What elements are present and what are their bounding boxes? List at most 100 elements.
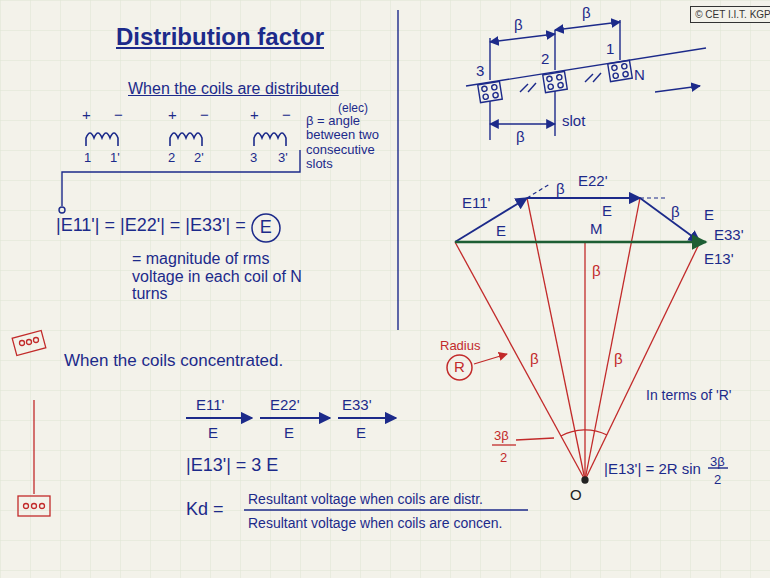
stator-slots [555,22,620,30]
stator-slots [478,81,503,102]
equation: Kd = [186,500,224,520]
annotation-text: E [496,223,506,240]
node-text: E [260,218,272,238]
label-wrap: 2 [500,448,507,466]
label-wrap: − [282,106,291,124]
annotation-text: 2 [541,51,549,68]
label-wrap: Resultant voltage when coils are concen. [248,514,502,532]
stator-slots [623,71,629,77]
annotation-text: E13' [704,251,734,268]
radius-line [584,242,585,480]
equation: |E13'| = 3 E [186,456,278,476]
label-wrap: E13' [704,250,734,268]
wire [59,150,300,213]
stator-slots [611,65,617,71]
annotation-text: = magnitude of rms voltage in each coil … [132,250,302,303]
annotation-text: β = angle between two consecutive slots [306,114,392,171]
annotation-text: − [282,107,291,124]
stator-slots [608,60,633,81]
stator-slots [489,101,490,140]
label-wrap: In terms of 'R' [646,386,731,404]
label-wrap: When the coils are distributed [128,80,339,98]
label-wrap: 1 [606,40,614,58]
label-wrap: 3 [250,148,257,166]
stator-slots [489,38,490,80]
phasor-polygon [640,197,666,198]
divider-line [397,10,398,330]
label-wrap: β [592,262,601,280]
label-wrap: |E13'| = 2R sin [604,460,701,478]
label-wrap: 1 [84,148,91,166]
annotation-text: − [114,107,123,124]
slide-title: Distribution factor [116,24,324,50]
annotation-text: E11' [462,195,490,212]
stator-slots [655,86,700,92]
slot-sketch [34,338,39,343]
label-wrap: β [556,180,565,198]
wire [62,150,300,206]
stator-slots [554,30,555,70]
label-wrap: E [496,222,506,240]
radius-line [582,477,588,483]
annotation-text: E11' [196,397,224,414]
label-wrap: E [602,202,612,220]
annotation-text: β [516,129,525,146]
label-wrap: E11' [196,396,224,414]
coil-symbol [86,133,118,146]
radius-line [474,354,507,364]
radius-line [561,430,607,436]
annotation-text: β [582,5,591,22]
stator-slots [613,73,619,79]
slot-sketch [12,330,50,516]
stator-slots [466,20,706,140]
annotation-text: 3' [278,151,288,165]
label-wrap: E11' [462,194,490,212]
stator-slots [543,71,568,92]
annotation-text: N [634,67,645,84]
annotation-text: slot [562,113,585,130]
label-wrap: |E13'| = 3 E [186,456,278,476]
label-wrap: + [168,106,177,124]
radius-line [455,242,585,480]
label-wrap: E [704,206,714,224]
stator-slots [481,86,487,92]
label-wrap: = magnitude of rms voltage in each coil … [132,250,302,303]
label-wrap: |E11'| = |E22'| = |E33'| = [56,216,246,236]
stator-slots [466,48,706,86]
slot-sketch [18,496,50,516]
label-wrap: Radius [440,336,480,354]
label-wrap: slot [562,112,585,130]
phasor-arrow [260,417,330,419]
stator-slots [619,20,620,60]
annotation-text: In terms of 'R' [646,388,731,403]
node-text: R [454,359,465,376]
coil-symbol [254,133,286,146]
stator-slots [483,94,489,100]
stator-slots [554,91,555,136]
label-wrap: β [514,16,523,34]
label-wrap: 2 [168,148,175,166]
label-wrap: − [200,106,209,124]
circle-outline [252,214,280,242]
annotation-text: 2' [194,151,204,165]
annotation-text: 3 [250,151,257,165]
stator-slots [490,34,555,42]
label-wrap: β [530,350,539,368]
node-text: © CET I.I.T. KGP [695,9,770,20]
label-wrap: E [356,424,366,442]
label-wrap: E33' [342,396,372,414]
annotation-text: E33' [714,227,744,244]
label-wrap: E22' [578,172,608,190]
circled-symbol: E [251,213,281,243]
slot-sketch [27,340,32,345]
label-wrap: β [614,350,623,368]
annotation-text: E33' [342,397,372,414]
label-wrap: 1' [110,148,120,166]
label-wrap: M [590,220,603,238]
fraction-numerator: Resultant voltage when coils are distr. [248,492,483,507]
stator-slots [548,84,554,90]
annotation-text: E [356,425,366,442]
stator-slots [585,74,593,82]
